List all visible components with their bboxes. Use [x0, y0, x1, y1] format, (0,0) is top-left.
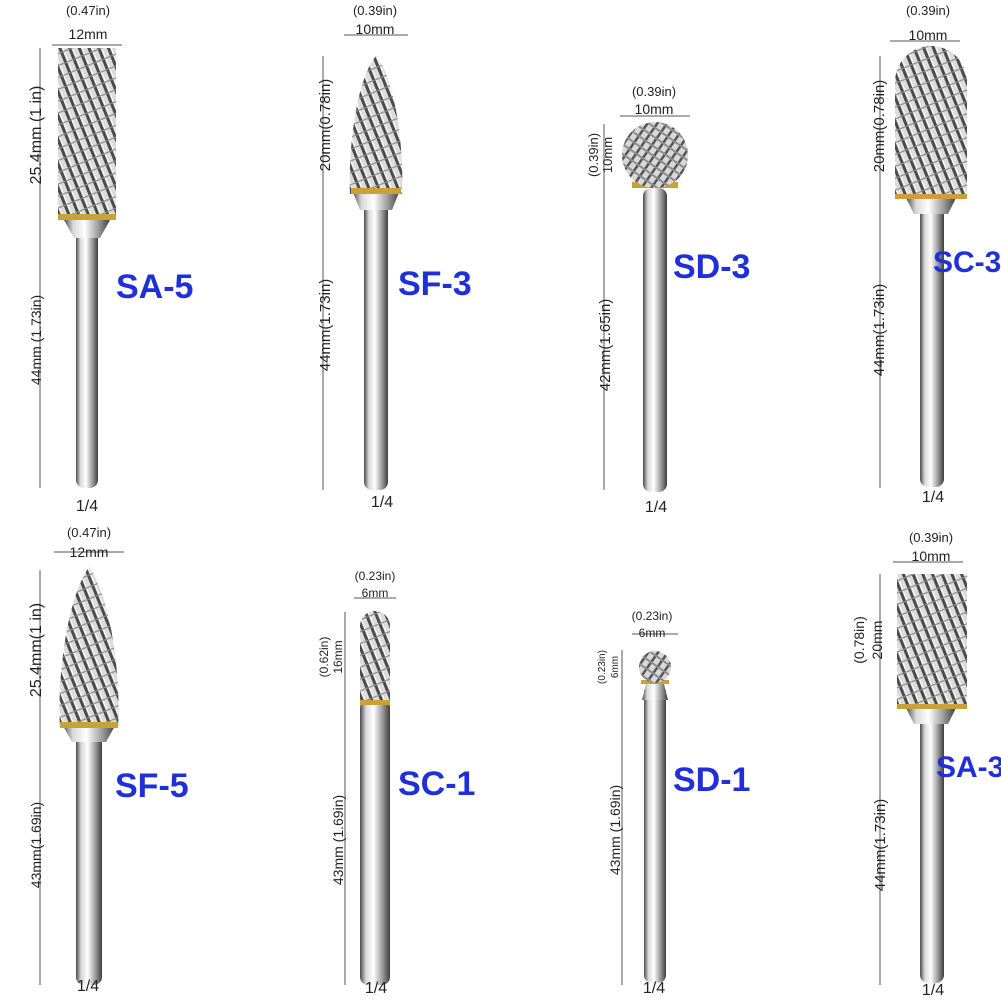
bit-sa-3: (0.39in) 10mm (0.78in) 20mm 44mm(1.73in)… [851, 530, 1001, 999]
shank-length: 44mm(1.73in) [317, 279, 334, 372]
shank-length: 42mm(1.65in) [597, 299, 614, 392]
braze-ring [58, 214, 116, 220]
head-length: (0.62in) [317, 637, 331, 678]
braze-ring [897, 704, 967, 709]
bit-code: SC-3 [933, 246, 1001, 279]
bit-code: SD-3 [673, 248, 750, 286]
shank [644, 690, 666, 983]
neck [352, 190, 400, 210]
bit-code: SF-3 [398, 265, 472, 303]
bit-sf-3: (0.39in) 10mm 20mm(0.78in) 44mm(1.73in) … [317, 3, 472, 511]
head-width-in: (0.47in) [67, 525, 111, 540]
head-width-mm: 6mm [639, 626, 666, 640]
head-length-mm: 6mm [610, 656, 621, 678]
head-width-in: (0.39in) [353, 3, 397, 18]
burr-head [897, 574, 967, 708]
bit-code: SD-1 [673, 761, 750, 799]
bit-code: SF-5 [115, 767, 189, 805]
bit-code: SC-1 [398, 765, 475, 803]
bit-sd-1: (0.23in) 6mm (0.23in) 6mm 43mm (1.69in) … [597, 609, 750, 997]
braze-ring [351, 188, 401, 194]
head-length: (0.23in) [597, 650, 608, 684]
head-width-mm: 10mm [635, 101, 674, 117]
bit-sc-1: (0.23in) 6mm (0.62in) 16mm 43mm (1.69in)… [317, 569, 475, 997]
bit-sd-3: (0.39in) 10mm (0.39in) 10mm 42mm(1.65in)… [586, 84, 750, 516]
head-width-mm: 12mm [70, 544, 109, 560]
braze-ring [360, 700, 390, 705]
burr-head [59, 567, 119, 728]
head-length: 25.4mm(1 in) [28, 603, 45, 697]
head-width-mm: 10mm [909, 27, 948, 43]
shank [920, 205, 944, 487]
head-width-mm: 10mm [356, 21, 395, 37]
shank-length: 43mm(1.69in) [28, 802, 44, 888]
head-width-mm: 10mm [912, 548, 951, 564]
shank-length: 44mm (1.73in) [28, 295, 44, 385]
head-length-mm: 20mm [869, 621, 885, 660]
shank [643, 188, 667, 492]
neck [64, 220, 110, 238]
head-width-in: (0.23in) [632, 609, 673, 623]
neck [642, 684, 668, 700]
shank [360, 700, 390, 985]
bit-sa-5: (0.47in) 12mm 25.4mm (1 in) 44mm (1.73in… [28, 3, 193, 515]
burr-head [639, 651, 671, 683]
head-length-mm: 16mm [331, 640, 345, 673]
burr-head [360, 611, 390, 704]
braze-ring [60, 722, 118, 728]
head-width-mm: 6mm [362, 586, 389, 600]
bit-code: SA-5 [116, 268, 193, 306]
bit-sf-5: (0.47in) 12mm 25.4mm(1 in) 43mm(1.69in) … [28, 525, 189, 995]
shank-size: 1/4 [643, 980, 665, 997]
head-width-in: (0.39in) [906, 3, 950, 18]
shank [76, 230, 98, 488]
head-width-in: (0.39in) [632, 84, 676, 99]
bit-code: SA-3 [936, 751, 1001, 784]
head-length: (0.39in) [586, 133, 601, 177]
burr-head [58, 48, 116, 220]
neck [62, 724, 116, 742]
neck [906, 708, 956, 724]
shank-size: 1/4 [922, 982, 944, 999]
head-length: (0.78in) [851, 616, 867, 663]
head-width-in: (0.47in) [66, 3, 110, 18]
shank-size: 1/4 [365, 980, 387, 997]
head-length: 20mm(0.78in) [871, 80, 888, 173]
bit-sc-3: (0.39in) 10mm 20mm(0.78in) 44mm(1.73in) … [871, 3, 1001, 506]
head-length: 20mm(0.78in) [317, 79, 334, 172]
shank-size: 1/4 [645, 499, 667, 516]
head-length: 25.4mm (1 in) [28, 86, 45, 185]
head-width-mm: 12mm [69, 26, 108, 42]
neck [906, 198, 956, 214]
head-width-in: (0.23in) [355, 569, 396, 583]
shank-length: 43mm (1.69in) [607, 785, 623, 875]
shank-length: 44mm(1.73in) [872, 799, 889, 892]
head-length-mm: 10mm [600, 137, 615, 173]
shank [364, 200, 388, 490]
shank-size: 1/4 [371, 494, 393, 511]
braze-ring [895, 194, 967, 199]
shank-size: 1/4 [922, 489, 944, 506]
shank-size: 1/4 [77, 978, 99, 995]
shank [920, 715, 944, 983]
head-width-in: (0.39in) [909, 530, 953, 545]
shank-size: 1/4 [76, 498, 98, 515]
shank-length: 43mm (1.69in) [330, 795, 346, 885]
burr-head [895, 46, 967, 198]
burr-head [349, 56, 403, 194]
burr-head [622, 122, 688, 188]
shank [76, 735, 102, 985]
shank-length: 44mm(1.73in) [871, 284, 888, 377]
